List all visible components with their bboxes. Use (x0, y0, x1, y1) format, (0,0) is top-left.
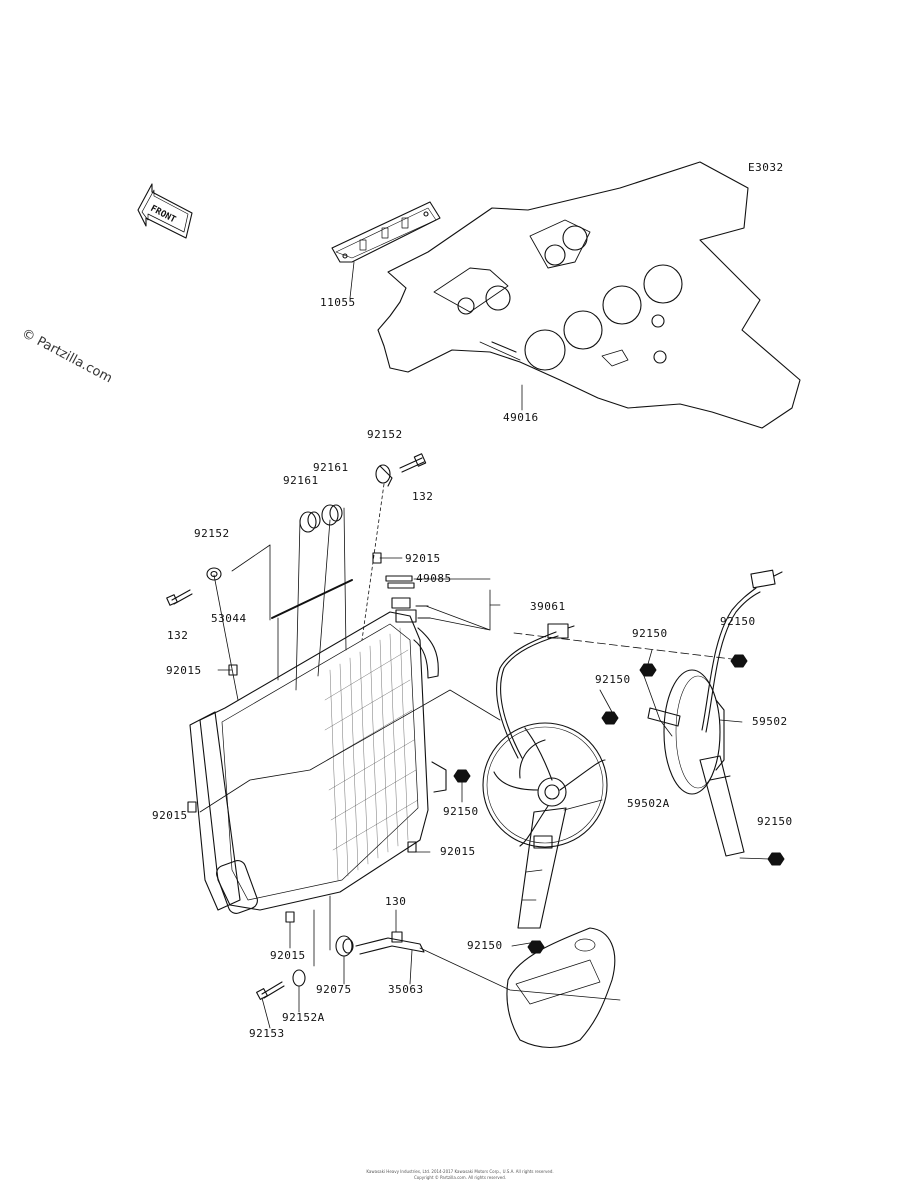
part-label-59502[interactable]: 59502 (752, 715, 788, 728)
part-label-92015-top[interactable]: 92015 (405, 552, 441, 565)
part-label-92150-d[interactable]: 92150 (443, 805, 479, 818)
part-label-35063[interactable]: 35063 (388, 983, 424, 996)
part-label-92153[interactable]: 92153 (249, 1027, 285, 1040)
nut-92150-a (639, 663, 657, 677)
part-label-92152-left[interactable]: 92152 (194, 527, 230, 540)
part-label-92015-bottom[interactable]: 92015 (270, 949, 306, 962)
part-label-92075[interactable]: 92075 (316, 983, 352, 996)
part-label-92150-e[interactable]: 92150 (757, 815, 793, 828)
grommet-92075 (335, 935, 354, 957)
bolt-132-top (399, 453, 427, 473)
nut-92150-e (767, 852, 785, 866)
heat-insulator-plate-49016 (377, 161, 801, 429)
part-label-92015-mid[interactable]: 92015 (152, 809, 188, 822)
part-label-92150-f[interactable]: 92150 (467, 939, 503, 952)
crankcase-reference (506, 927, 616, 1048)
guard-bracket-11055 (331, 201, 441, 263)
connector-39061 (391, 597, 431, 623)
clip-92015-bottom (285, 911, 295, 923)
footer-copyright-2: Copyright © Partzilla.com. All rights re… (413, 1175, 507, 1180)
bolt-92153 (256, 981, 285, 1000)
diagram-code: E3032 (748, 161, 784, 174)
part-label-11055[interactable]: 11055 (320, 296, 356, 309)
part-label-132-left[interactable]: 132 (167, 629, 189, 642)
part-label-49085[interactable]: 49085 (416, 572, 452, 585)
clip-92015-mid (187, 801, 197, 813)
collar-92152-left (206, 567, 222, 581)
part-label-92161-b[interactable]: 92161 (313, 461, 349, 474)
seal-49085 (385, 575, 415, 589)
part-label-53044[interactable]: 53044 (211, 612, 247, 625)
nut-92150-d (453, 769, 471, 783)
part-label-92152A[interactable]: 92152A (282, 1011, 325, 1024)
bracket-35063 (355, 931, 425, 955)
fan-assembly-59502 (647, 569, 783, 857)
part-label-59502A[interactable]: 59502A (627, 797, 670, 810)
cushion-92161 (299, 504, 343, 533)
nut-92150-b (730, 654, 748, 668)
radiator-assembly (189, 611, 447, 914)
part-label-130[interactable]: 130 (385, 895, 407, 908)
bolt-132-left (166, 589, 193, 606)
part-label-132-top[interactable]: 132 (412, 490, 434, 503)
leader-lines (199, 261, 771, 1029)
part-label-49016[interactable]: 49016 (503, 411, 539, 424)
part-label-92150-c[interactable]: 92150 (595, 673, 631, 686)
clip-92015-right (407, 841, 417, 853)
part-label-39061[interactable]: 39061 (530, 600, 566, 613)
part-label-92015-left[interactable]: 92015 (166, 664, 202, 677)
part-label-92150-b[interactable]: 92150 (720, 615, 756, 628)
part-label-92015-right[interactable]: 92015 (440, 845, 476, 858)
rod-53044 (271, 579, 353, 619)
part-label-92161-a[interactable]: 92161 (283, 474, 319, 487)
footer-copyright-1: Kawasaki Heavy Industries, Ltd. 2014-201… (366, 1169, 554, 1174)
part-label-92152-top[interactable]: 92152 (367, 428, 403, 441)
part-label-92150-a[interactable]: 92150 (632, 627, 668, 640)
nut-92150-c (601, 711, 619, 725)
collar-92152-top (375, 464, 393, 487)
fan-assembly-59502A (482, 623, 608, 929)
front-direction-arrow: FRONT (137, 183, 193, 239)
collar-92152A (292, 969, 306, 987)
